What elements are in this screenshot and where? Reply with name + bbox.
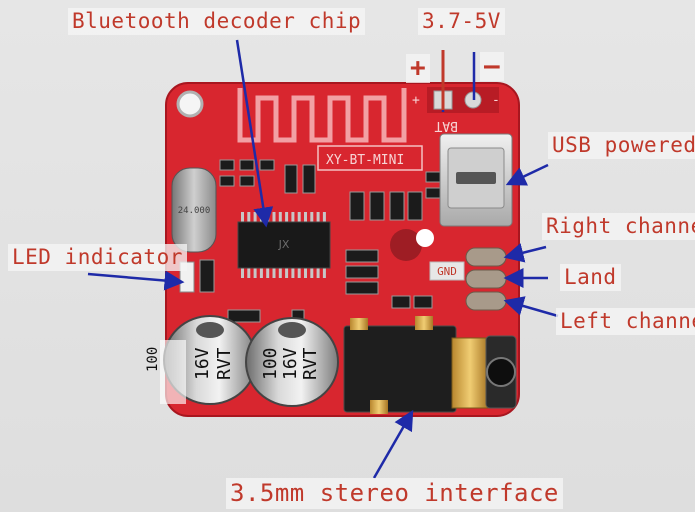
arrow-chip	[235, 39, 274, 228]
chip-pin	[304, 268, 307, 278]
chip-pin	[241, 268, 244, 278]
chip-pin	[291, 212, 295, 222]
chip-pin	[316, 212, 320, 222]
chip-pin	[266, 268, 270, 278]
chip-pin	[278, 268, 282, 278]
crystal-mark: 24.000	[178, 206, 211, 216]
chip-pin	[272, 268, 276, 278]
board-model: XY-BT-MINI	[326, 153, 404, 168]
gnd-mark: GND	[437, 265, 457, 278]
arrow-left	[503, 296, 559, 318]
smd-components	[199, 159, 441, 323]
chip-pin	[285, 212, 289, 222]
chip-pin	[272, 212, 276, 222]
chip-pin	[322, 268, 326, 278]
chip-pin	[247, 268, 251, 278]
bat-mark: BAT	[434, 118, 458, 133]
cap-right-series: RVT	[300, 347, 321, 380]
cap-left-voltage: 16V	[192, 347, 213, 380]
arrow-led	[87, 270, 185, 291]
callout-led: LED indicator	[8, 244, 187, 272]
pcb: XY-BT-MINI + - BAT 24.000	[145, 82, 520, 417]
callout-land: Land	[560, 264, 621, 292]
callout-plus: +	[406, 54, 430, 83]
antenna-trace	[237, 88, 407, 143]
cap-right-voltage: 16V	[280, 347, 301, 380]
callout-left-channel: Left channel	[556, 308, 695, 336]
chip-pin	[259, 268, 263, 278]
chip-pin	[297, 212, 301, 222]
chip-pin	[316, 268, 320, 278]
chip-pin	[285, 268, 289, 278]
callout-voltage: 3.7-5V	[418, 8, 505, 36]
chip-pin	[291, 268, 295, 278]
crystal	[171, 167, 217, 253]
chip-pin	[259, 212, 263, 222]
callout-jack: 3.5mm stereo interface	[226, 478, 563, 509]
chip-pin	[253, 268, 257, 278]
chip-pin	[310, 268, 314, 278]
arrow-right	[503, 243, 547, 263]
channel-pads: GND	[429, 247, 507, 311]
cap-left-series: RVT	[214, 347, 235, 380]
bat-minus-mark: -	[492, 93, 500, 108]
callout-chip: Bluetooth decoder chip	[68, 8, 366, 36]
audio-jack	[343, 316, 517, 414]
mounting-hole	[176, 90, 204, 118]
callout-right-channel: Right channel	[542, 213, 695, 241]
bat-plus-mark: +	[412, 93, 420, 108]
arrow-usb	[505, 163, 549, 186]
pointer-arrows	[87, 39, 559, 479]
chip-pin	[253, 212, 257, 222]
arrow-jack	[372, 409, 414, 479]
callout-minus: —	[480, 52, 504, 81]
chip-pin	[247, 212, 251, 222]
chip-pin	[266, 212, 270, 222]
indicator-dot	[416, 229, 434, 247]
cap-right-value: 100	[260, 347, 281, 380]
chip-pin	[241, 212, 244, 222]
svg-text:JX: JX	[278, 238, 290, 251]
chip-pin	[322, 212, 326, 222]
callout-usb: USB powered	[548, 132, 695, 160]
chip-pin	[310, 212, 314, 222]
chip-pin	[304, 212, 307, 222]
decoder-chip: JX	[237, 212, 331, 278]
chip-pin	[278, 212, 282, 222]
capacitor-right: 100 16V RVT	[245, 317, 339, 407]
cap-left-value: 100	[145, 347, 161, 372]
capacitor-left: 100 16V RVT	[145, 315, 257, 405]
chip-pin	[297, 268, 301, 278]
